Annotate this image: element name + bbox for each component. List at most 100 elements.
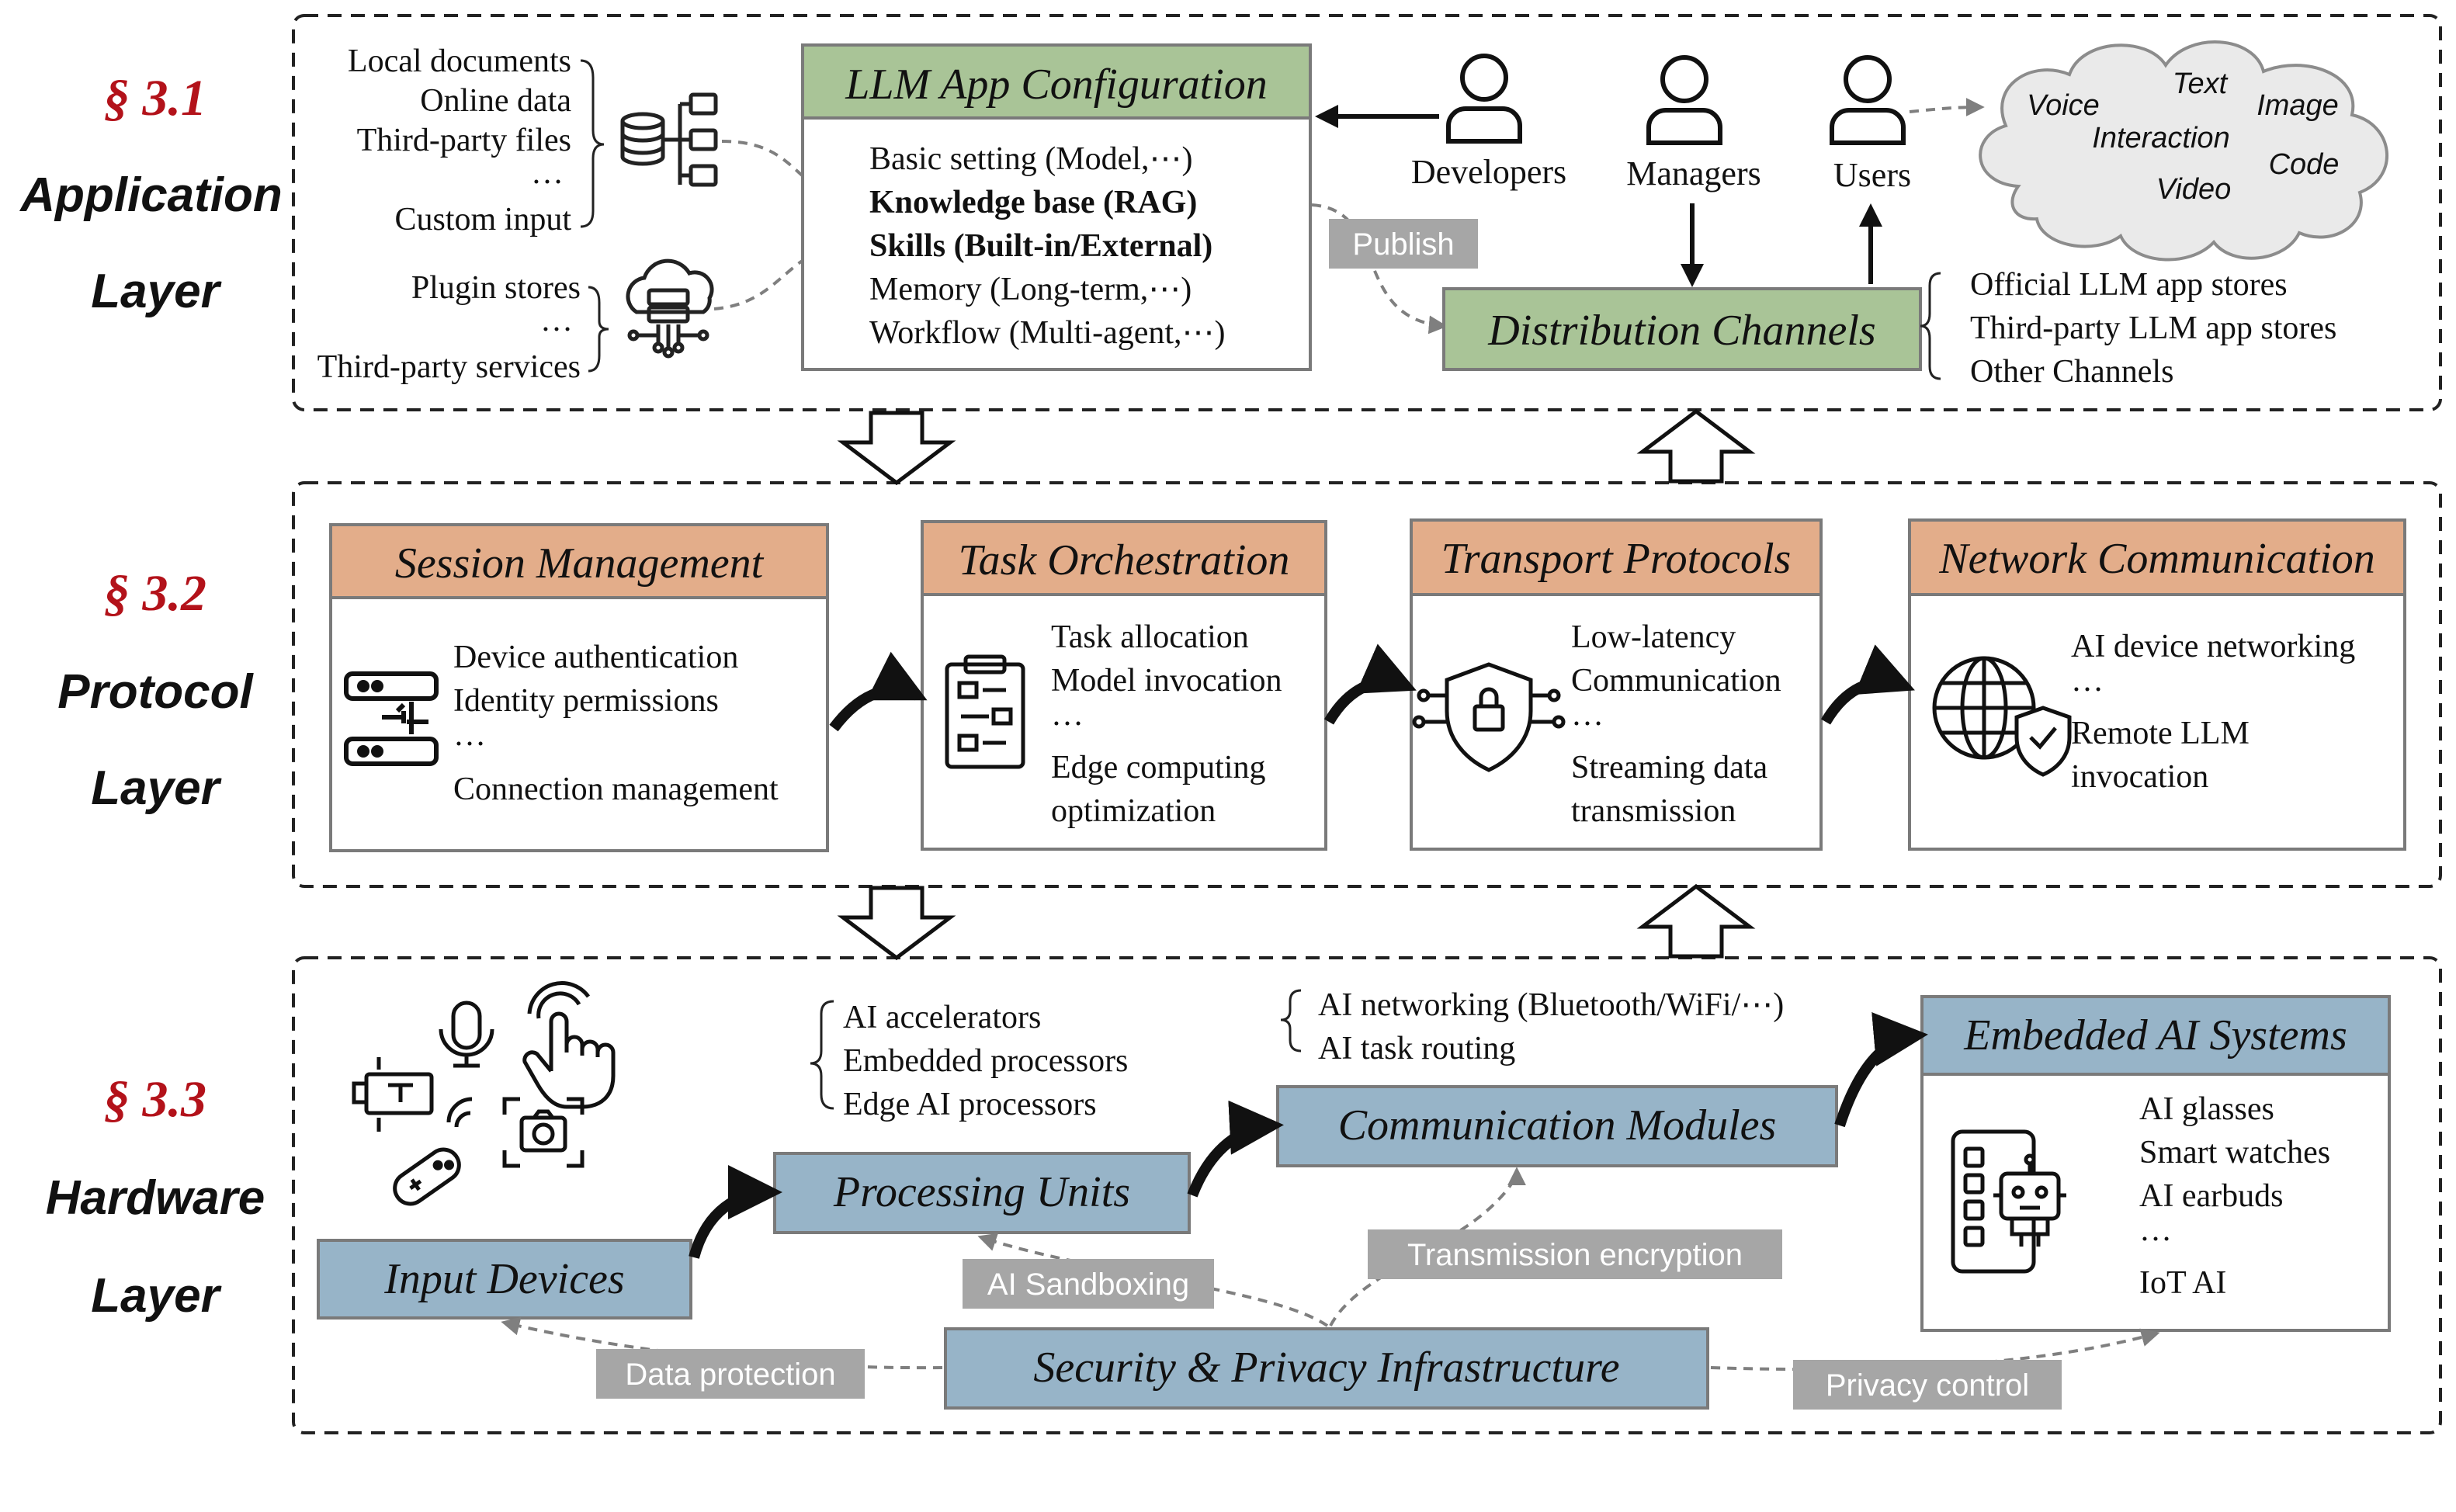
network-item: Remote LLM <box>2071 716 2250 751</box>
distribution-channel-list: Official LLM app stores Third-party LLM … <box>1970 267 2336 390</box>
down-arrow-protocol-to-hardware <box>837 886 956 961</box>
cloud-word: Video <box>2156 173 2232 206</box>
embedded-item: IoT AI <box>2139 1265 2226 1301</box>
embedded-title: Embedded AI Systems <box>1963 1011 2347 1059</box>
session-item: Device authentication <box>453 640 738 675</box>
transport-item: … <box>1571 697 1604 733</box>
section-name: Application <box>19 168 283 222</box>
security-to-embedded-arrow <box>1710 1328 2160 1372</box>
embedded-header <box>1920 995 2391 1076</box>
transport-title: Transport Protocols <box>1441 535 1792 583</box>
embedded-ai-systems-box: Embedded AI Systems AI glasses Smart wat… <box>1920 995 2391 1332</box>
transport-to-network-arrow <box>1820 644 1915 725</box>
section-name: Layer <box>91 1269 221 1323</box>
communication-item: AI task routing <box>1318 1031 1515 1066</box>
network-header <box>1908 518 2406 596</box>
transport-item: transmission <box>1571 793 1736 829</box>
task-to-transport-arrow <box>1323 643 1417 725</box>
transport-item: Streaming data <box>1571 750 1767 785</box>
microphone-icon <box>439 1000 494 1068</box>
config-item: Knowledge base (RAG) <box>869 185 1197 220</box>
config-item: Workflow (Multi-agent,⋯) <box>869 315 1226 351</box>
shield-lock-icon <box>1412 662 1566 772</box>
network-title: Network Communication <box>1938 535 2375 583</box>
service-item: … <box>540 303 573 338</box>
phone-robot-icon <box>1951 1129 2066 1274</box>
session-management-box: Session Management Device authentication… <box>329 523 829 852</box>
embedded-item: AI glasses <box>2139 1091 2274 1127</box>
distribution-channels-box: Distribution Channels <box>1442 287 1922 371</box>
task-item: Edge computing <box>1051 750 1265 785</box>
input-devices-box: Input Devices <box>317 1239 692 1320</box>
privacy-label: Privacy control <box>1826 1368 2029 1403</box>
brace <box>588 286 609 373</box>
developer-icon <box>1446 54 1522 144</box>
embedded-item: … <box>2139 1212 2172 1248</box>
session-header <box>329 523 829 599</box>
data-protection-tag: Data protection <box>596 1349 865 1399</box>
security-to-input-arrow <box>501 1316 943 1370</box>
data-source-item: … <box>531 155 564 191</box>
processor-item: AI accelerators <box>843 1000 1041 1035</box>
task-item: … <box>1051 697 1084 733</box>
security-privacy-box: Security & Privacy Infrastructure <box>944 1327 1709 1410</box>
ai-sandboxing-tag: AI Sandboxing <box>963 1259 1214 1309</box>
processor-item: Edge AI processors <box>843 1087 1097 1122</box>
brace <box>1280 989 1302 1053</box>
input-to-processing-arrow <box>689 1165 782 1259</box>
channel-item: Third-party LLM app stores <box>1970 310 2336 346</box>
cloud-word: Voice <box>2027 89 2100 122</box>
config-item: Skills (Built-in/External) <box>869 228 1212 264</box>
section-label-hardware: § 3.3 Hardware Layer <box>46 1071 265 1323</box>
encryption-label: Transmission encryption <box>1407 1238 1743 1272</box>
server-sync-icon <box>344 671 439 766</box>
communication-item: AI networking (Bluetooth/WiFi/⋯) <box>1318 987 1784 1023</box>
transport-item: Low-latency <box>1571 619 1736 655</box>
task-item: Model invocation <box>1051 663 1282 699</box>
security-title: Security & Privacy Infrastructure <box>1033 1344 1619 1392</box>
brace <box>1920 272 1941 380</box>
communication-list: AI networking (Bluetooth/WiFi/⋯) AI task… <box>1318 987 1784 1066</box>
task-header <box>921 520 1327 596</box>
role-managers: Managers <box>1626 154 1761 192</box>
service-item: Plugin stores <box>411 270 581 306</box>
section-name: Layer <box>91 761 221 815</box>
service-item: Third-party services <box>317 349 581 385</box>
datasource-to-config-arrow <box>721 140 858 208</box>
task-title: Task Orchestration <box>959 536 1290 584</box>
cloud-server-icon <box>626 258 714 359</box>
session-item: Identity permissions <box>453 683 719 719</box>
network-item: invocation <box>2071 759 2208 795</box>
publish-label: Publish <box>1352 227 1454 262</box>
camera-scan-icon <box>502 1097 585 1168</box>
data-sources-list: Local documents Online data Third-party … <box>348 43 605 238</box>
cloud-word: Interaction <box>2092 122 2229 154</box>
data-source-item: Custom input <box>394 202 571 238</box>
section-name: Protocol <box>57 665 254 719</box>
communication-to-embedded-arrow <box>1834 1012 1928 1128</box>
vr-headset-icon <box>352 1057 434 1132</box>
manager-icon <box>1646 55 1722 145</box>
section-number: § 3.1 <box>104 70 206 127</box>
cloud-word: Image <box>2257 89 2339 122</box>
game-controller-icon <box>393 1097 473 1206</box>
transport-header <box>1410 518 1823 596</box>
role-developers: Developers <box>1411 153 1566 191</box>
processing-to-communication-arrow <box>1187 1100 1284 1198</box>
data-source-item: Third-party files <box>357 123 571 158</box>
communication-title: Communication Modules <box>1338 1101 1777 1150</box>
config-header <box>801 43 1312 120</box>
up-arrow-protocol-to-app <box>1636 408 1756 484</box>
transport-item: Communication <box>1571 663 1781 699</box>
brace <box>580 59 605 228</box>
security-to-communication-arrow <box>1329 1167 1526 1326</box>
embedded-item: AI earbuds <box>2139 1178 2283 1214</box>
publish-tag: Publish <box>1329 219 1478 269</box>
session-item: Connection management <box>453 772 779 807</box>
data-source-item: Local documents <box>348 43 571 79</box>
section-label-protocol: § 3.2 Protocol Layer <box>57 565 254 815</box>
task-orchestration-box: Task Orchestration Task allocation Model… <box>921 520 1327 851</box>
config-title: LLM App Configuration <box>845 61 1268 109</box>
up-arrow-hardware-to-protocol <box>1636 883 1756 959</box>
section-number: § 3.2 <box>104 565 206 622</box>
